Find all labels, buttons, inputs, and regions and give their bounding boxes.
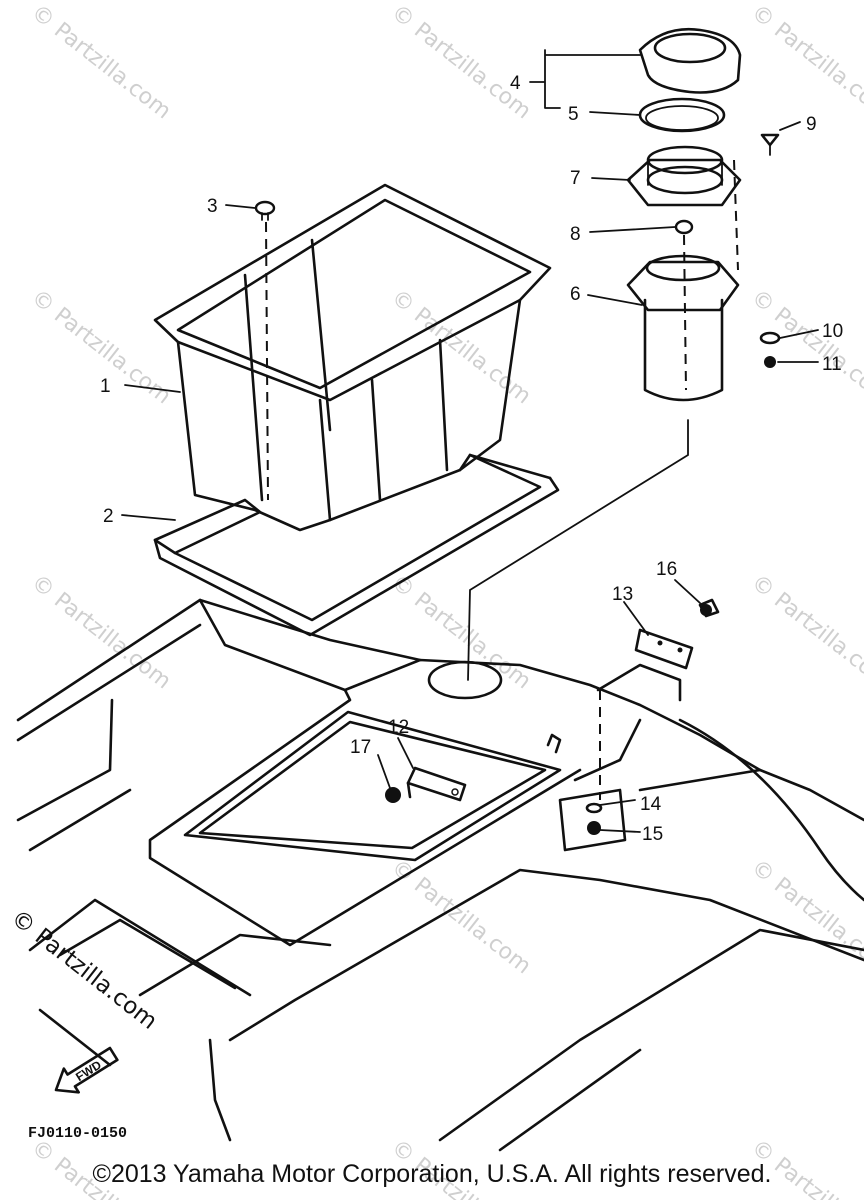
callout-11: 11 [822,354,842,375]
fwd-label: FWD [73,1058,104,1085]
callout-2: 2 [103,506,114,527]
bracket-part-13 [558,598,720,852]
watermark: © Partzilla.com [386,0,535,124]
copyright-notice: ©2013 Yamaha Motor Corporation, U.S.A. A… [92,1160,772,1188]
storage-box [153,183,552,532]
deck-hull [16,598,864,1152]
watermark: © Partzilla.com [746,285,864,409]
rivet-part-3 [254,200,276,501]
callout-12: 12 [388,717,409,738]
container [467,254,781,681]
callout-8: 8 [570,224,581,245]
watermark: © Partzilla.com [746,570,864,694]
callout-9: 9 [806,114,817,135]
callout-6: 6 [570,284,581,305]
callout-15: 15 [642,824,663,845]
watermark: © Partzilla.com [746,0,864,124]
callout-3: 3 [207,196,218,217]
watermark: © Partzilla.com [386,570,535,694]
callout-1: 1 [100,376,111,397]
fwd-arrow: FWD [54,1046,119,1094]
watermark: © Partzilla.com [26,0,175,124]
callout-10: 10 [822,321,843,342]
callouts: 1 2 3 4 5 6 7 8 9 10 11 12 13 14 15 16 1… [100,73,843,845]
box-seal [153,453,560,637]
filler-neck [626,133,780,391]
fuel-cap [638,27,742,133]
callout-5: 5 [568,104,579,125]
plate-part-12 [385,766,467,803]
callout-14: 14 [640,794,662,815]
figure-code: FJ0110-0150 [28,1125,127,1142]
callout-13: 13 [612,584,633,605]
watermark: © Partzilla.com [746,855,864,979]
callout-4: 4 [510,73,521,94]
callout-17: 17 [350,737,371,758]
callout-7: 7 [570,168,581,189]
leader-lines [121,49,819,833]
callout-16: 16 [656,559,677,580]
